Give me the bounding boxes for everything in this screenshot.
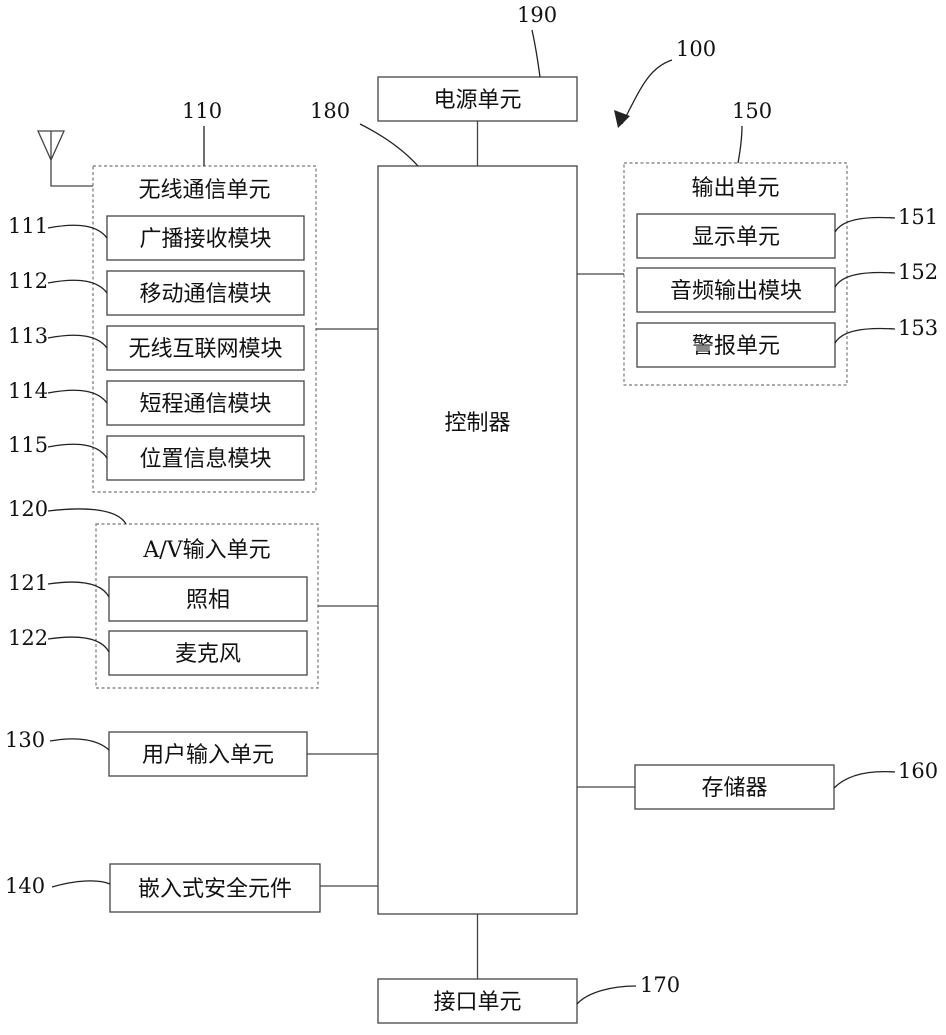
interface-unit-label: 接口单元 — [433, 990, 521, 1015]
ref-111: 111 — [8, 214, 48, 238]
leader-113 — [48, 335, 107, 348]
ref-151: 151 — [898, 205, 938, 229]
leader-170 — [577, 986, 636, 1004]
audio-output-label: 音频输出模块 — [670, 279, 802, 304]
leader-122 — [48, 637, 109, 652]
ref-160: 160 — [898, 759, 938, 783]
wireless-internet-module-label: 无线互联网模块 — [128, 337, 282, 362]
alarm-unit-label: 警报单元 — [692, 334, 780, 359]
ref-122: 122 — [8, 626, 48, 650]
leader-140 — [52, 881, 110, 887]
av-input-title: A/V输入单元 — [142, 538, 270, 563]
output-unit-title: 输出单元 — [691, 176, 779, 201]
user-input-label: 用户输入单元 — [142, 743, 274, 768]
leader-180 — [360, 124, 418, 166]
ref-152: 152 — [898, 260, 938, 284]
short-range-module-label: 短程通信模块 — [139, 392, 271, 417]
ref-113: 113 — [8, 324, 48, 348]
ref-114: 114 — [8, 379, 48, 403]
controller-label: 控制器 — [444, 411, 510, 436]
leader-151 — [835, 218, 895, 232]
microphone-label: 麦克风 — [175, 642, 241, 667]
leader-121 — [48, 582, 109, 597]
leader-150 — [738, 126, 742, 163]
ref-150: 150 — [732, 99, 772, 123]
leader-190 — [532, 30, 540, 77]
leader-120 — [48, 509, 126, 524]
ref-190: 190 — [517, 3, 557, 27]
secure-element-label: 嵌入式安全元件 — [138, 877, 292, 902]
leader-153 — [835, 329, 895, 343]
ref-115: 115 — [8, 433, 48, 457]
ref-153: 153 — [898, 316, 938, 340]
ref-100: 100 — [676, 37, 716, 61]
ref-110: 110 — [182, 99, 222, 123]
ref-180: 180 — [310, 99, 350, 123]
leader-160 — [834, 772, 895, 788]
antenna-icon — [38, 131, 93, 186]
memory-label: 存储器 — [701, 776, 767, 801]
power-unit-label: 电源单元 — [433, 88, 521, 113]
system-ref-arrow — [614, 60, 672, 128]
controller-box — [378, 166, 577, 914]
leader-114 — [48, 390, 107, 403]
ref-170: 170 — [640, 973, 680, 997]
leader-112 — [48, 280, 107, 293]
mobile-comm-module-label: 移动通信模块 — [139, 282, 271, 307]
ref-130: 130 — [5, 728, 45, 752]
ref-112: 112 — [8, 269, 48, 293]
wireless-unit-title: 无线通信单元 — [138, 178, 270, 203]
location-module-label: 位置信息模块 — [139, 447, 271, 472]
leader-152 — [835, 273, 895, 287]
broadcast-module-label: 广播接收模块 — [139, 227, 271, 252]
display-unit-label: 显示单元 — [692, 225, 780, 250]
ref-140: 140 — [5, 874, 45, 898]
camera-label: 照相 — [186, 588, 230, 613]
ref-120: 120 — [8, 497, 48, 521]
leader-115 — [48, 444, 107, 458]
leader-111 — [48, 225, 107, 238]
ref-121: 121 — [8, 571, 48, 595]
leader-130 — [50, 739, 109, 750]
